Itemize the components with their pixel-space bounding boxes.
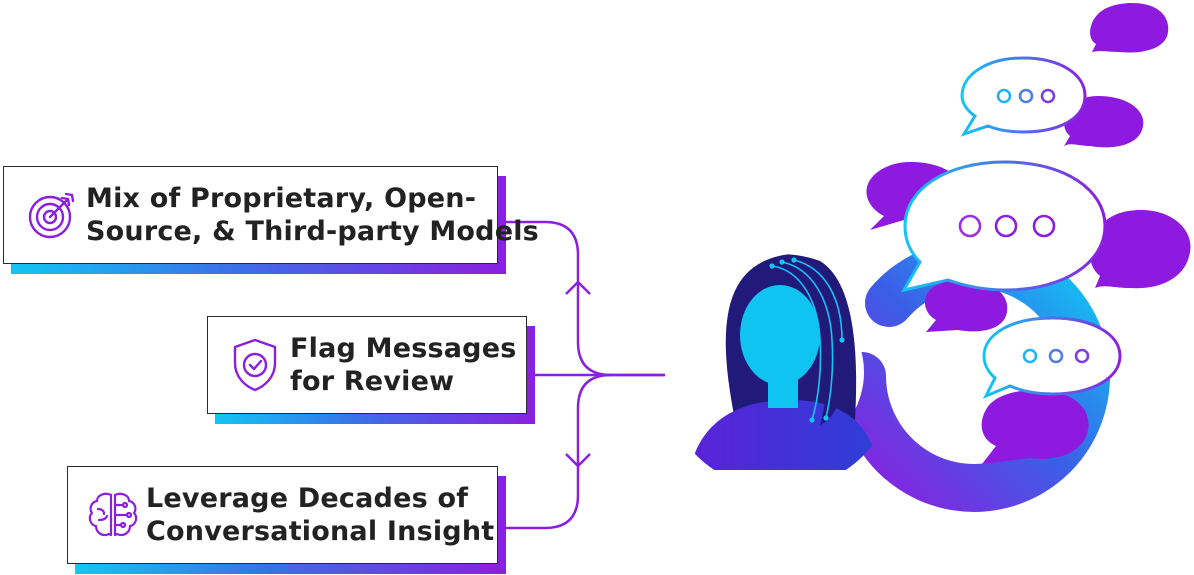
- card-flag-messages: Flag Messages for Review: [207, 316, 535, 424]
- bubble-solid-top: [1090, 3, 1169, 53]
- card-label-line2: Conversational Insight: [146, 516, 495, 547]
- connector-lines: [498, 220, 665, 530]
- card-box: Leverage Decades of Conversational Insig…: [67, 466, 498, 564]
- bubble-outline-top: [960, 56, 1087, 137]
- brain-circuit-icon: [80, 489, 146, 541]
- card-insight: Leverage Decades of Conversational Insig…: [67, 466, 506, 574]
- card-models: Mix of Proprietary, Open- Source, & Thir…: [3, 166, 539, 274]
- down-arrow-icon: [565, 453, 591, 468]
- bubble-solid-middle: [924, 280, 1008, 332]
- speech-bubbles: [866, 3, 1191, 464]
- up-arrow-icon: [565, 280, 591, 295]
- card-label: Flag Messages for Review: [290, 332, 517, 398]
- card-label-line1: Flag Messages: [290, 333, 517, 364]
- bubble-solid-right: [1089, 210, 1191, 289]
- card-label-line1: Leverage Decades of: [146, 483, 469, 514]
- bubble-outline-bottom: [982, 316, 1122, 399]
- card-label-line2: for Review: [290, 366, 455, 397]
- shield-check-icon: [220, 337, 290, 393]
- bubble-solid-bottom: [981, 390, 1089, 464]
- card-box: Flag Messages for Review: [207, 316, 527, 414]
- bubble-solid-upper: [1064, 96, 1144, 148]
- card-box: Mix of Proprietary, Open- Source, & Thir…: [3, 166, 539, 264]
- card-label: Leverage Decades of Conversational Insig…: [146, 482, 494, 548]
- card-label: Mix of Proprietary, Open- Source, & Thir…: [86, 182, 539, 248]
- card-label-line2: Source, & Third-party Models: [86, 216, 539, 247]
- bubble-outline-large: [901, 160, 1107, 293]
- card-label-line1: Mix of Proprietary, Open-: [86, 183, 477, 214]
- target-icon: [16, 190, 86, 240]
